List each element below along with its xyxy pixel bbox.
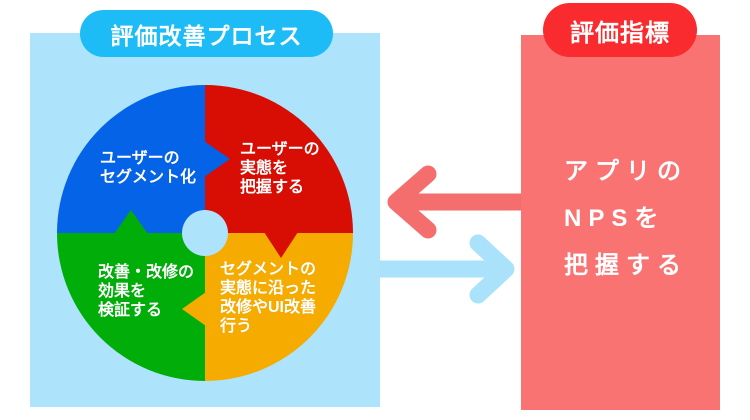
step-label-line: 行う bbox=[220, 318, 253, 335]
metric-statement-line: NPSを bbox=[564, 205, 666, 232]
metric-statement-line: アプリの bbox=[564, 158, 688, 185]
metric-statement: アプリの NPSを 把握する bbox=[564, 148, 688, 289]
chevron-orange-to-green-icon bbox=[182, 292, 206, 326]
step-label-line: 検証する bbox=[98, 302, 163, 319]
step-label-line: セグメントの bbox=[220, 261, 317, 278]
step-label-line: 実態に沿った bbox=[220, 280, 317, 297]
chevron-green-to-blue-icon bbox=[114, 210, 148, 234]
metric-statement-line: 把握する bbox=[564, 252, 688, 279]
step-label-line: 効果を bbox=[98, 283, 147, 300]
step-label-improve-ui: セグメントの 実態に沿った 改修やUI改善 行う bbox=[220, 260, 316, 336]
metric-panel bbox=[521, 35, 720, 410]
arrow-process-to-metric-icon bbox=[361, 234, 515, 304]
metric-title-pill: 評価指標 bbox=[543, 3, 697, 57]
step-label-line: ユーザーの bbox=[240, 141, 320, 158]
chevron-blue-to-red-icon bbox=[204, 141, 230, 177]
step-label-line: 改善・改修の bbox=[98, 264, 195, 281]
segment-blue-quadrant bbox=[57, 85, 205, 233]
segment-red-quadrant bbox=[205, 85, 353, 233]
metric-title: 評価指標 bbox=[570, 19, 670, 47]
segment-green-quadrant bbox=[57, 233, 205, 381]
step-label-line: 実態を bbox=[240, 160, 289, 177]
step-label-line: セグメント化 bbox=[100, 169, 197, 186]
step-label-line: 把握する bbox=[240, 179, 305, 196]
chevron-red-to-orange-icon bbox=[264, 232, 298, 258]
process-title-pill: 評価改善プロセス bbox=[80, 10, 333, 57]
segment-orange-quadrant bbox=[205, 233, 353, 381]
step-label-verify-effect: 改善・改修の 効果を 検証する bbox=[98, 263, 194, 320]
arrow-metric-to-process-icon bbox=[387, 165, 539, 239]
step-label-user-segmentation: ユーザーの セグメント化 bbox=[100, 149, 196, 187]
wheel-center-hole bbox=[182, 210, 228, 256]
step-label-line: 改修やUI改善 bbox=[220, 299, 317, 316]
process-cycle-wheel bbox=[57, 85, 353, 381]
step-label-grasp-user-reality: ユーザーの 実態を 把握する bbox=[240, 140, 320, 197]
process-title: 評価改善プロセス bbox=[110, 22, 303, 49]
step-label-line: ユーザーの bbox=[100, 150, 180, 167]
